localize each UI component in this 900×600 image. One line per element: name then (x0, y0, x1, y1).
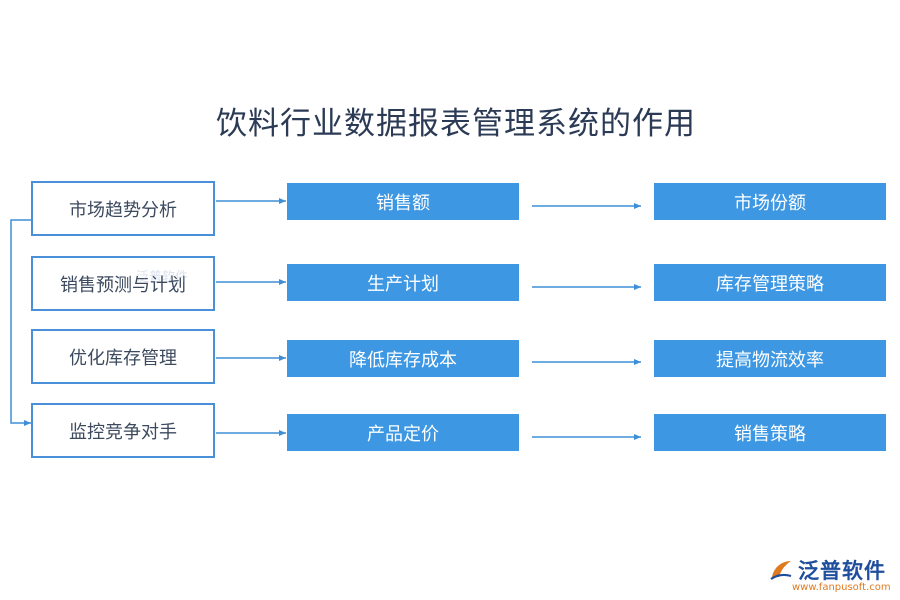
right-box-inventory-strategy: 库存管理策略 (654, 264, 886, 301)
left-box-market-trend: 市场趋势分析 (31, 181, 215, 236)
middle-box-production-plan: 生产计划 (287, 264, 519, 301)
right-box-logistics: 提高物流效率 (654, 340, 886, 377)
brand-logo: 泛普软件 (768, 555, 886, 585)
left-box-inventory: 优化库存管理 (31, 329, 215, 384)
left-box-competitors: 监控竞争对手 (31, 403, 215, 458)
watermark: 泛普软件 (136, 270, 189, 285)
middle-box-sales: 销售额 (287, 183, 519, 220)
logo-name: 泛普软件 (798, 559, 886, 583)
logo-url[interactable]: www.fanpusoft.com (792, 582, 891, 593)
right-box-market-share: 市场份额 (654, 183, 886, 220)
logo-icon (770, 561, 792, 580)
right-box-sales-strategy: 销售策略 (654, 414, 886, 451)
middle-box-reduce-cost: 降低库存成本 (287, 340, 519, 377)
left-box-sales-forecast: 销售预测与计划 (31, 256, 215, 311)
middle-box-pricing: 产品定价 (287, 414, 519, 451)
diagram-title: 饮料行业数据报表管理系统的作用 (216, 106, 696, 142)
bracket-line (10, 219, 31, 426)
